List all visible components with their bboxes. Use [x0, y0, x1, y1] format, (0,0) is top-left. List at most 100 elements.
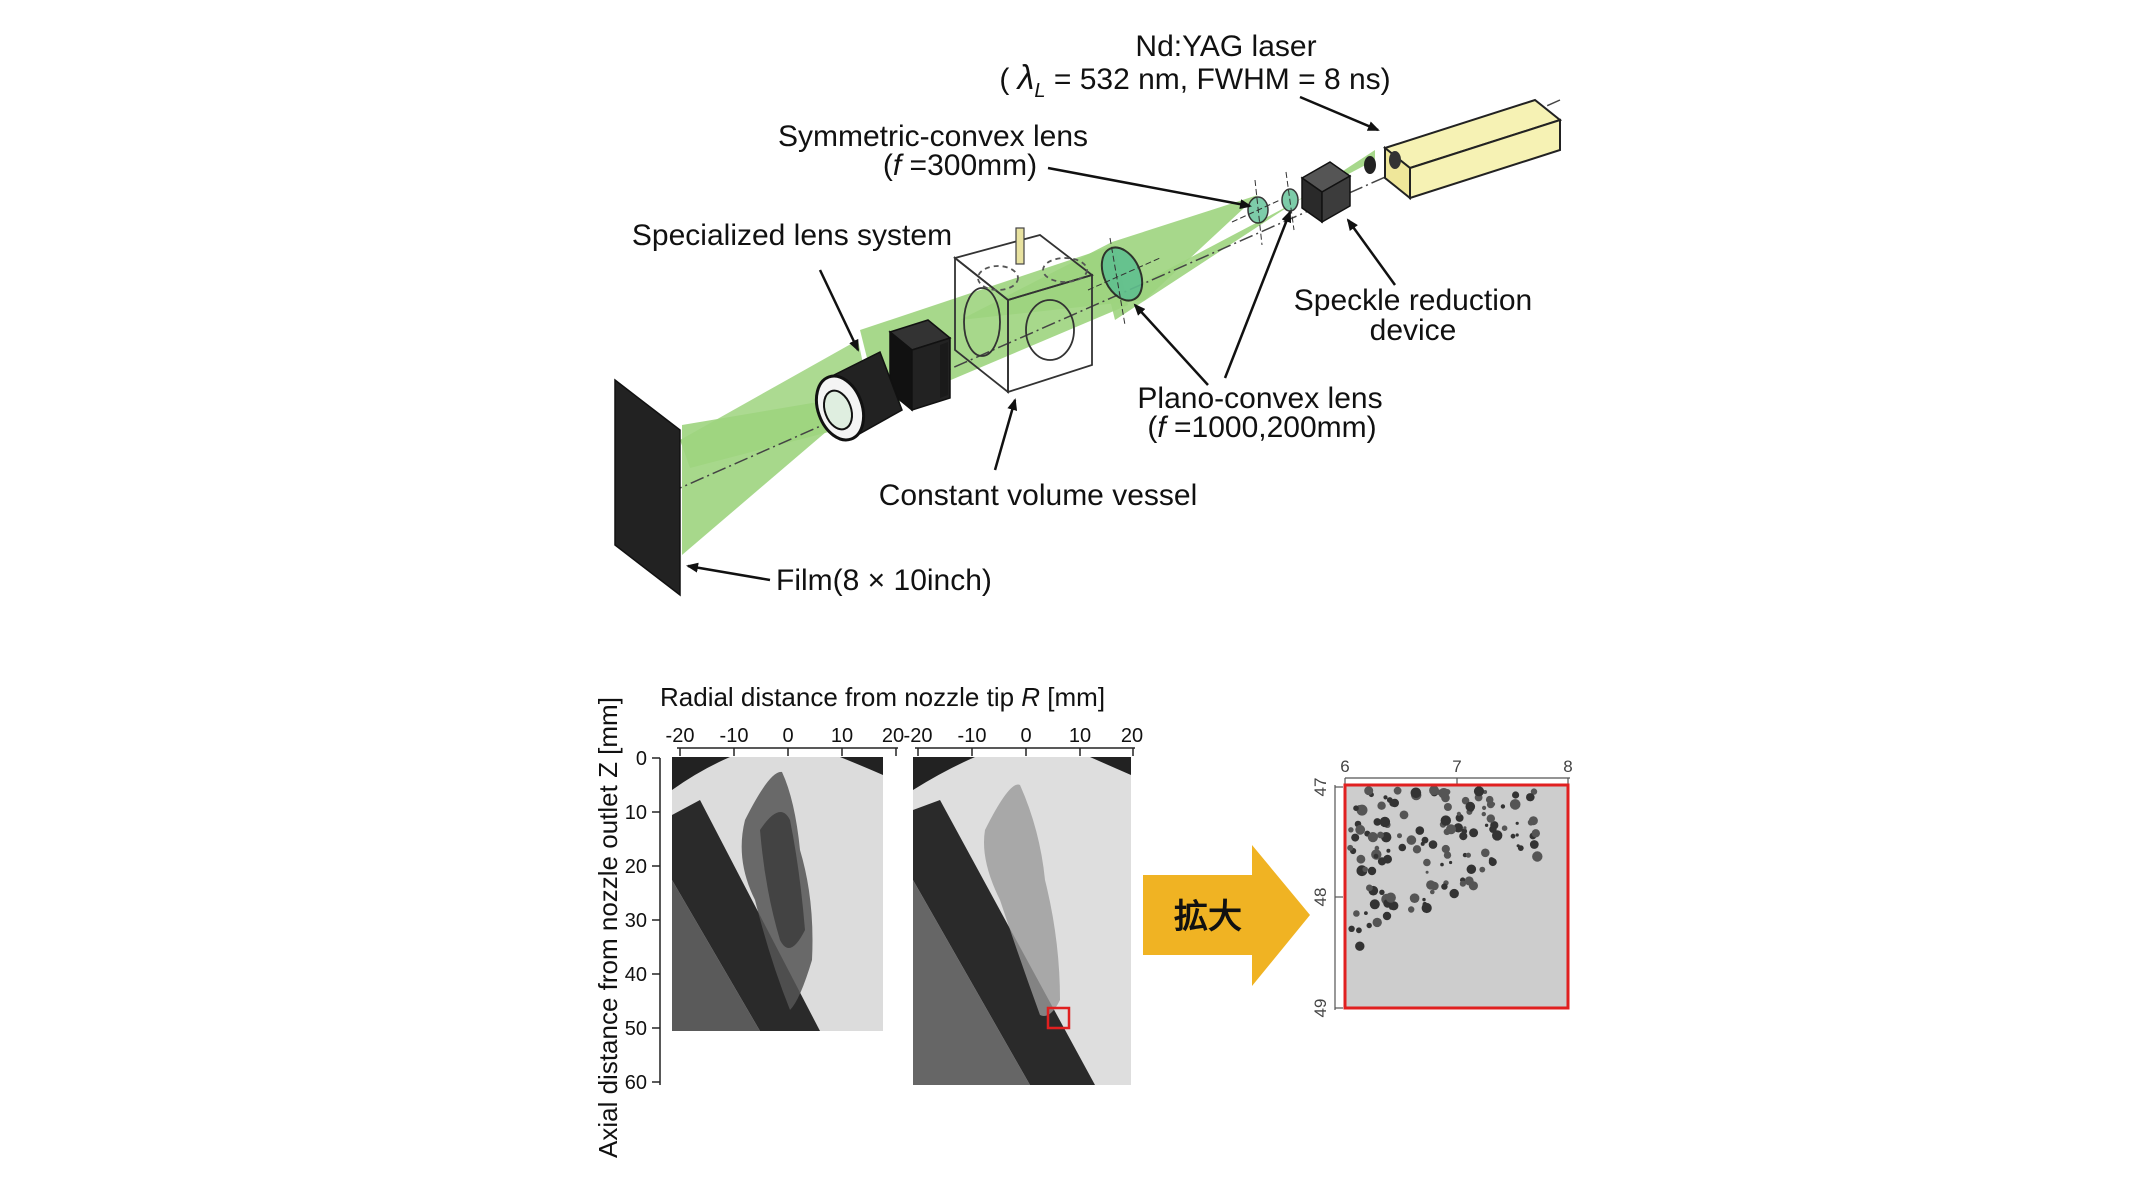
droplet	[1377, 831, 1384, 839]
film-arrow	[686, 562, 771, 582]
film-plate	[614, 378, 681, 597]
droplet	[1481, 848, 1490, 858]
radial-tick: -10	[720, 725, 749, 747]
droplet	[1443, 828, 1451, 836]
droplet	[1369, 899, 1380, 910]
droplet	[1529, 840, 1539, 849]
droplet	[1364, 786, 1374, 796]
droplet	[1428, 840, 1438, 849]
laser-label-line1: Nd:YAG laser	[1135, 30, 1316, 63]
radial-axis-right	[915, 747, 1135, 756]
droplet	[1443, 851, 1452, 859]
droplet	[1488, 858, 1497, 867]
axial-tick: 20	[625, 856, 647, 878]
laser-label-line2: ( λL = 532 nm, FWHM = 8 ns)	[999, 59, 1390, 102]
nd-yag-laser	[1364, 98, 1563, 201]
droplet	[1421, 836, 1429, 844]
vessel-arrow	[993, 398, 1018, 471]
axial-tick: 10	[625, 802, 647, 824]
droplet	[1468, 806, 1474, 812]
droplet	[1479, 866, 1486, 873]
zoom-panel: 6 7 8 47 48 49	[1311, 757, 1573, 1017]
film-label: Film(8 × 10inch)	[776, 564, 992, 597]
spray-images-panel: Radial distance from nozzle tip R [mm] A…	[593, 682, 1143, 1158]
droplet	[1512, 791, 1520, 799]
droplet	[1483, 790, 1488, 794]
droplet	[1491, 802, 1496, 806]
droplet	[1435, 789, 1441, 795]
droplet	[1441, 844, 1450, 854]
radial-tick: 20	[882, 725, 904, 747]
enlarge-arrow: 拡大	[1143, 845, 1310, 986]
droplet	[1410, 787, 1422, 799]
axial-tick: 60	[625, 1072, 647, 1094]
droplet	[1482, 805, 1487, 811]
enlarge-label: 拡大	[1174, 897, 1242, 937]
droplet	[1398, 843, 1407, 852]
droplet	[1412, 845, 1422, 854]
droplet	[1492, 830, 1503, 841]
droplet	[1440, 815, 1452, 826]
droplet	[1410, 837, 1414, 842]
plano-label-line2: (f =1000,200mm)	[1147, 411, 1376, 444]
droplet	[1459, 832, 1468, 841]
zoom-x-tick: 7	[1452, 757, 1461, 776]
droplet	[1486, 814, 1496, 823]
droplet	[1469, 828, 1479, 838]
zoom-region-marker	[1046, 1006, 1071, 1030]
droplet	[1356, 804, 1368, 816]
droplet	[1422, 897, 1426, 902]
droplet	[1356, 854, 1366, 864]
droplet	[1348, 925, 1355, 932]
speckle-label-line2: device	[1370, 314, 1457, 347]
droplet	[1367, 832, 1378, 843]
droplet	[1397, 833, 1402, 839]
droplet	[1517, 845, 1524, 851]
axial-tick: 50	[625, 1018, 647, 1040]
zoom-frame	[1343, 783, 1570, 1010]
droplet	[1473, 786, 1485, 797]
radial-tick: -20	[904, 725, 933, 747]
droplet	[1455, 813, 1464, 822]
spray-image-2	[913, 757, 1131, 1085]
droplet	[1409, 893, 1420, 903]
droplet	[1527, 819, 1534, 826]
droplet	[1385, 892, 1396, 903]
plano-arrow-1	[1133, 303, 1209, 386]
constant-volume-vessel	[953, 227, 1094, 394]
droplet	[1366, 922, 1372, 929]
droplet	[1348, 827, 1354, 833]
plano-convex-lens	[1087, 237, 1161, 326]
droplet	[1383, 854, 1392, 864]
droplet	[1484, 823, 1489, 827]
droplet	[1510, 833, 1516, 839]
axial-axis	[652, 757, 661, 1085]
droplet	[1386, 848, 1391, 853]
droplet	[1466, 864, 1477, 874]
droplet	[1351, 833, 1360, 842]
plano-label-line1: Plano-convex lens	[1137, 382, 1382, 415]
droplet	[1532, 851, 1543, 862]
droplet	[1390, 798, 1400, 808]
droplet	[1530, 788, 1538, 795]
droplet	[1465, 852, 1471, 858]
optical-setup-diagram: Nd:YAG laser ( λL = 532 nm, FWHM = 8 ns)…	[614, 30, 1563, 597]
droplet	[1423, 858, 1431, 867]
droplet	[1443, 803, 1452, 811]
radial-tick: -20	[666, 725, 695, 747]
droplet	[1444, 789, 1451, 795]
zoom-x-tick: 8	[1563, 757, 1572, 776]
spray-image-1	[672, 757, 883, 1031]
droplet	[1464, 876, 1474, 886]
droplet	[1382, 911, 1392, 921]
droplet	[1421, 902, 1432, 914]
speckle-reduction-device	[1300, 161, 1352, 224]
laser-arrow	[1299, 95, 1380, 132]
droplet	[1501, 825, 1508, 831]
specialized-lens-label: Specialized lens system	[632, 219, 952, 252]
droplet	[1453, 823, 1464, 833]
droplet	[1366, 884, 1373, 892]
droplet	[1461, 796, 1470, 805]
droplet	[1425, 870, 1429, 874]
droplet	[1373, 818, 1382, 826]
